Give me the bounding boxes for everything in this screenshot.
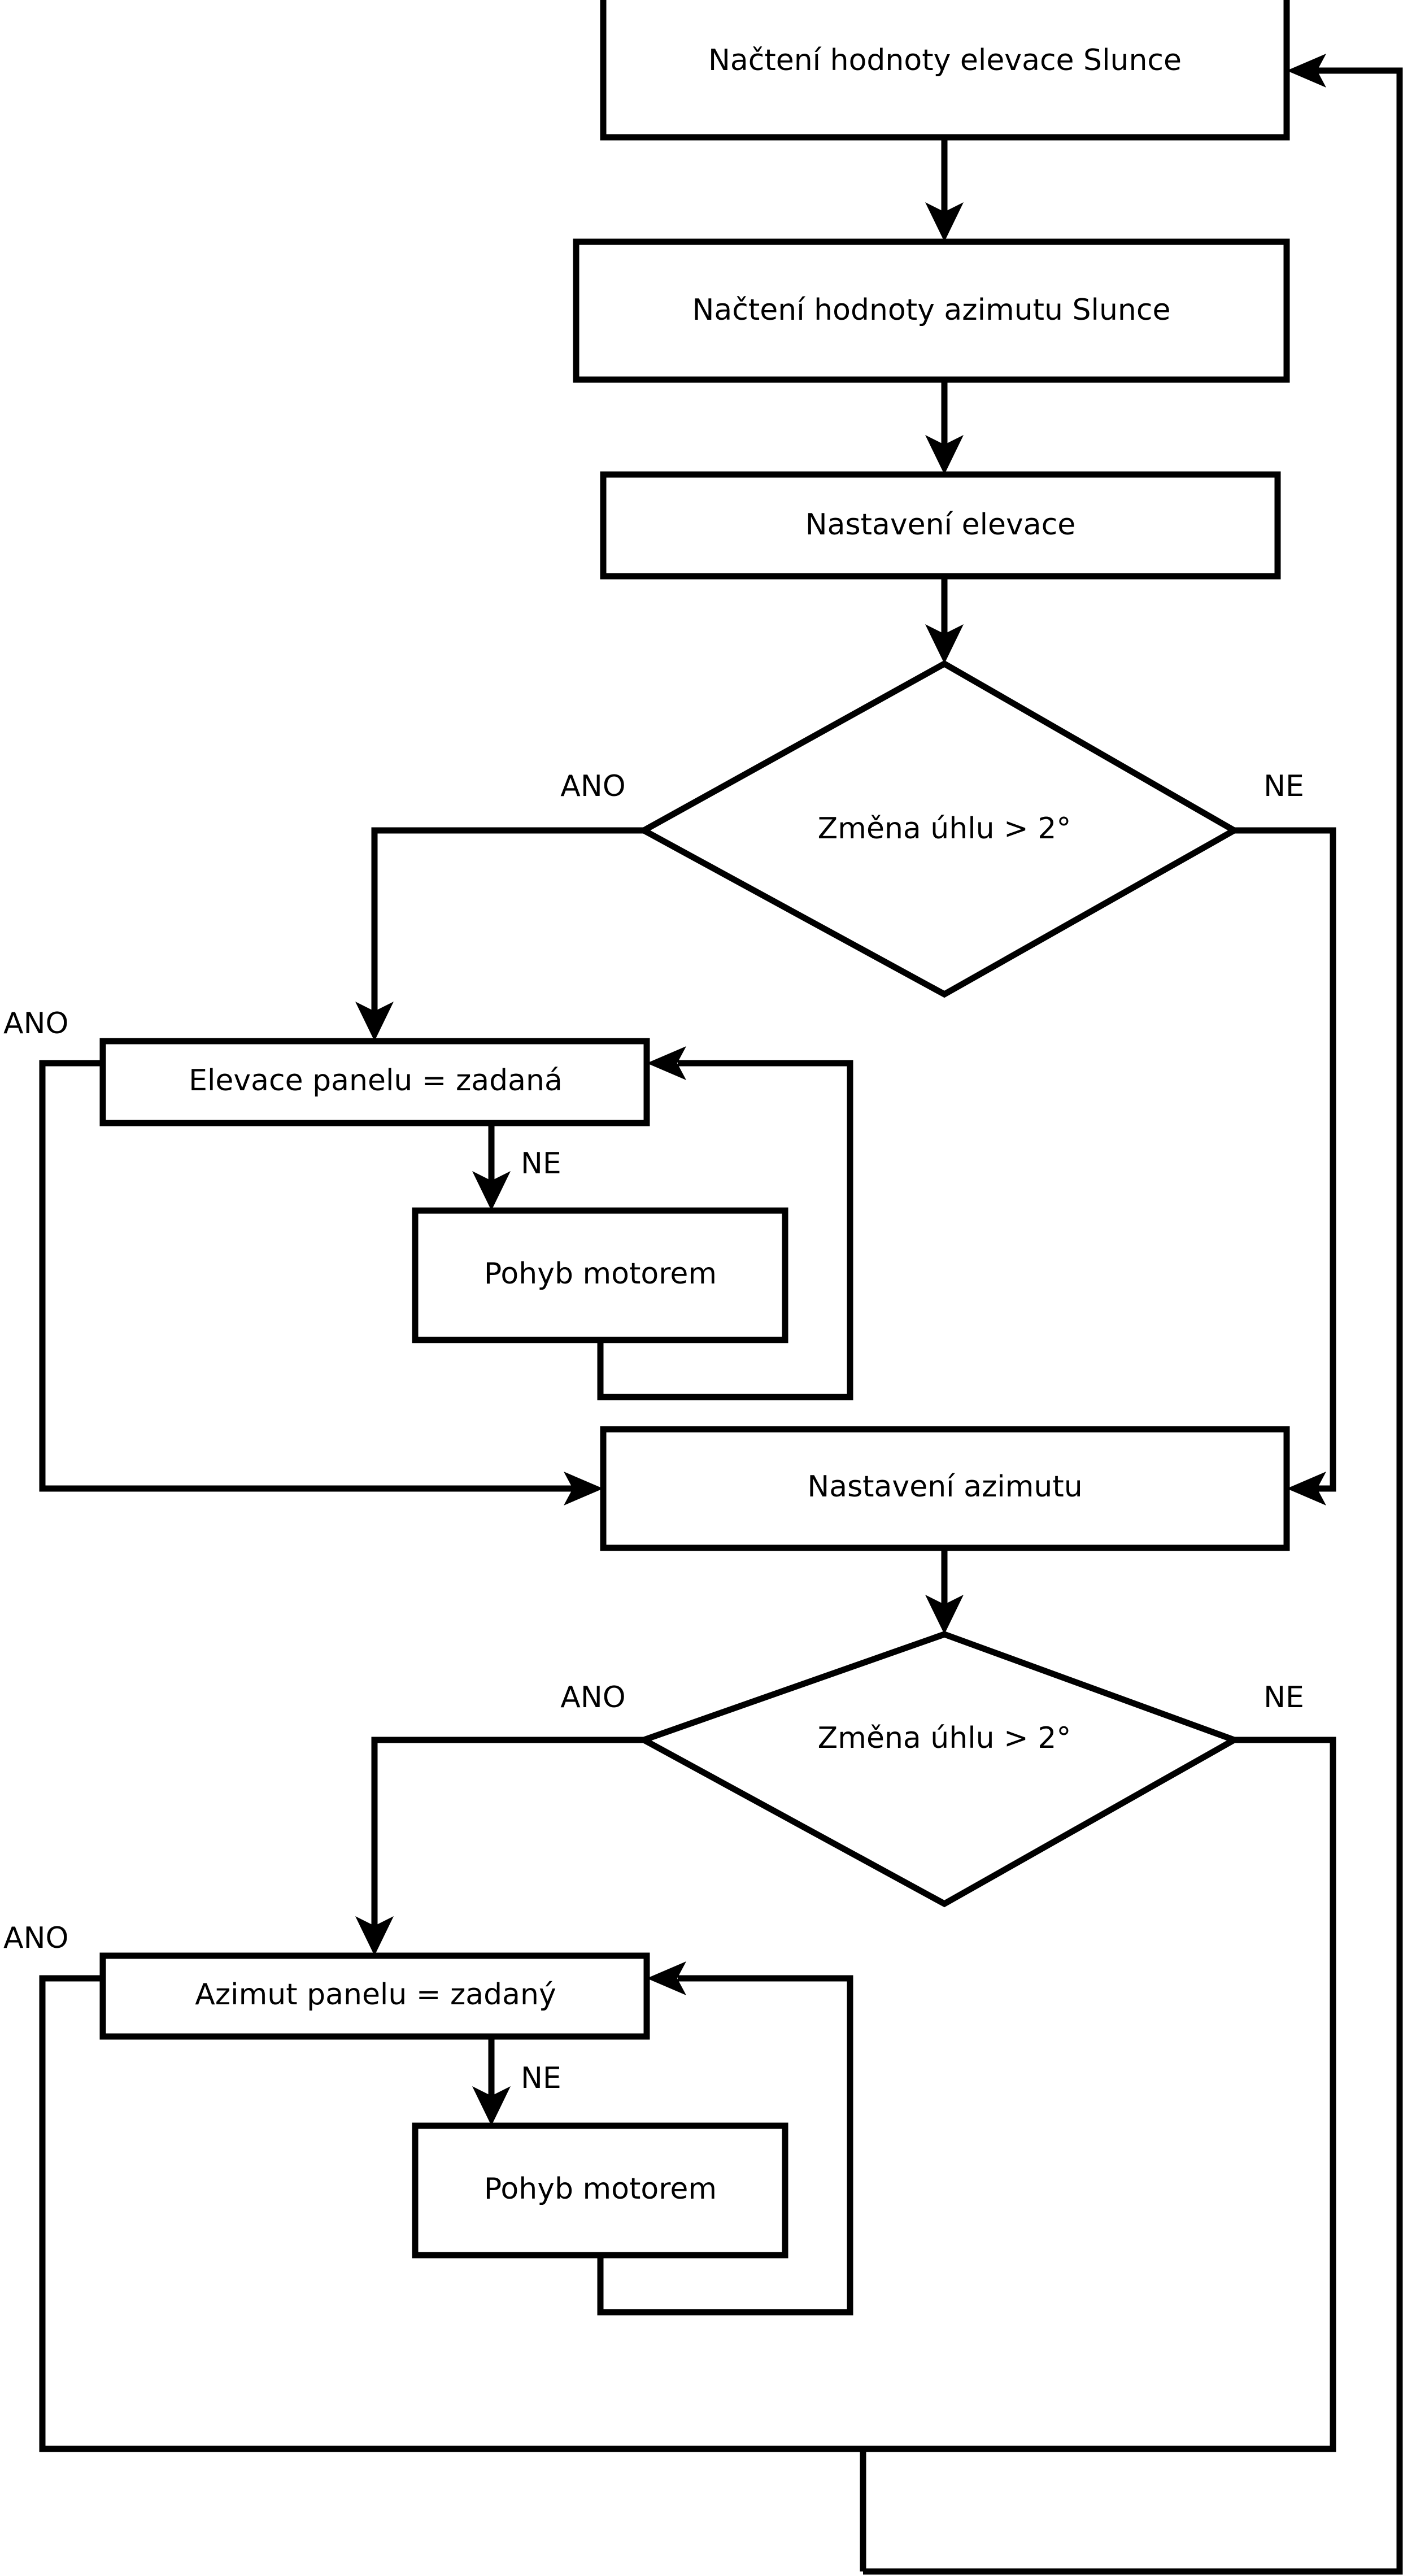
node-decide-elevation-change[interactable]: Změna úhlu > 2° [637, 660, 1241, 998]
node-panel-azimuth-set[interactable]: Azimut panelu = zadaný [99, 1952, 650, 2040]
arrowhead-read-azimuth [925, 202, 964, 242]
edge-label-azimuth-panel-yes: ANO [3, 1921, 68, 1955]
arrowhead-motor-elevation [472, 1171, 511, 1211]
node-set-azimuth[interactable]: Nastavení azimutu [600, 1426, 1290, 1551]
edge-label-elevation-panel-no: NE [521, 1147, 561, 1181]
arrowhead-panel-elevation-set [355, 1002, 394, 1041]
connector-decision2-yes [355, 1737, 644, 1956]
connector-read-elevation-to-read-azimuth [925, 137, 964, 242]
connector-decision1-no [1234, 827, 1336, 1505]
node-decide-azimuth-change-label: Změna úhlu > 2° [818, 1721, 1071, 1755]
node-motor-move-elevation-label: Pohyb motorem [484, 1257, 717, 1291]
connector-panel-elevation-yes [39, 1060, 603, 1505]
connector-panel-azimuth-no [472, 2037, 511, 2126]
connector-motor-elevation-loopback [597, 1046, 853, 1400]
node-decide-azimuth-change[interactable]: Změna úhlu > 2° [636, 1631, 1242, 1908]
connector-decision2-no [863, 1737, 1336, 2452]
node-motor-move-azimuth[interactable]: Pohyb motorem [412, 2122, 788, 2259]
node-motor-move-elevation[interactable]: Pohyb motorem [412, 1207, 788, 1343]
connector-panel-elevation-no [472, 1123, 511, 1211]
connector-read-azimuth-to-set-elevation [925, 380, 964, 475]
node-set-azimuth-label: Nastavení azimutu [807, 1470, 1082, 1504]
node-panel-elevation-set[interactable]: Elevace panelu = zadaná [99, 1038, 650, 1126]
node-set-elevation-label: Nastavení elevace [805, 508, 1075, 542]
node-set-elevation[interactable]: Nastavení elevace [600, 471, 1281, 580]
arrowhead-motor-azimuth [472, 2086, 511, 2126]
node-read-elevation[interactable]: Načtení hodnoty elevace Slunce [600, 0, 1290, 141]
node-decide-elevation-change-label: Změna úhlu > 2° [818, 812, 1071, 846]
arrowhead-decision2 [925, 1595, 964, 1634]
node-panel-azimuth-set-label: Azimut panelu = zadaný [195, 1978, 556, 2012]
arrowhead-set-azimuth-right [1287, 1472, 1326, 1505]
edge-label-elevation-no: NE [1263, 769, 1304, 803]
node-read-elevation-label: Načtení hodnoty elevace Slunce [708, 43, 1182, 77]
node-panel-elevation-set-label: Elevace panelu = zadaná [189, 1064, 563, 1098]
connector-motor-azimuth-loopback [597, 1961, 853, 2316]
node-motor-move-azimuth-label: Pohyb motorem [484, 2172, 717, 2206]
edge-label-azimuth-panel-no: NE [521, 2061, 561, 2095]
arrowhead-panel-azimuth-loopback [647, 1961, 686, 1995]
node-read-azimuth[interactable]: Načtení hodnoty azimutu Slunce [573, 238, 1290, 383]
node-read-azimuth-label: Načtení hodnoty azimutu Slunce [692, 293, 1171, 327]
connector-set-elevation-to-decision1 [925, 576, 964, 664]
arrowhead-set-elevation [925, 435, 964, 475]
arrowhead-decision1 [925, 624, 964, 664]
arrowhead-set-azimuth-left [564, 1472, 603, 1505]
connector-global-return [863, 54, 1403, 2575]
arrowhead-global-return [1287, 54, 1326, 88]
connector-decision1-yes [355, 827, 644, 1041]
edge-label-azimuth-yes: ANO [560, 1681, 625, 1715]
edge-label-elevation-panel-yes: ANO [3, 1007, 68, 1041]
edge-label-azimuth-no: NE [1263, 1681, 1304, 1715]
edge-label-elevation-yes: ANO [560, 769, 625, 803]
connector-panel-azimuth-yes [39, 1975, 863, 2452]
arrowhead-panel-elevation-loopback [647, 1046, 686, 1080]
connector-set-azimuth-to-decision2 [925, 1548, 964, 1634]
arrowhead-panel-azimuth-set [355, 1916, 394, 1956]
